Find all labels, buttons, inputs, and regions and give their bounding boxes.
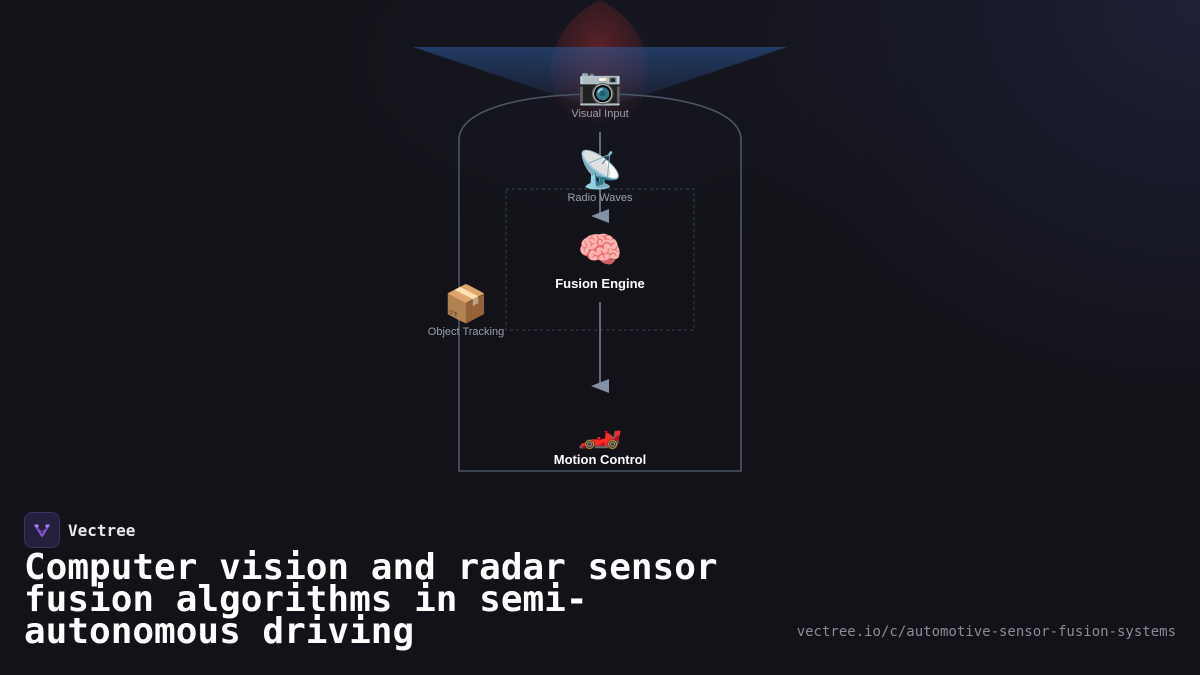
satellite-dish-icon: 📡 [577,149,623,190]
page-url: vectree.io/c/automotive-sensor-fusion-sy… [796,624,1176,640]
race-car-icon: 🏎️ [577,409,623,450]
node-object-tracking: 📦 Object Tracking [427,283,505,339]
camera-blue-beam [413,47,787,110]
brand: Vectree [24,512,135,548]
brand-name: Vectree [68,520,136,540]
node-label: Fusion Engine [555,276,645,291]
camera-icon: 📷 [577,65,623,106]
node-fusion-engine: 🧠 Fusion Engine [555,229,645,292]
package-icon: 📦 [443,283,489,324]
page-title: Computer vision and radar sensor fusion … [24,547,718,652]
node-label: Visual Input [571,108,629,120]
brain-icon: 🧠 [577,229,623,270]
node-motion-control: 🏎️ Motion Control [553,409,647,468]
node-label: Motion Control [553,452,647,467]
node-radio-waves: 📡 Radio Waves [567,149,633,205]
node-label: Object Tracking [427,326,505,338]
node-visual-input: 📷 Visual Input [571,65,629,121]
node-label: Radio Waves [567,192,633,204]
sparkle-v-icon [24,512,60,548]
vehicle-outline [458,93,742,472]
